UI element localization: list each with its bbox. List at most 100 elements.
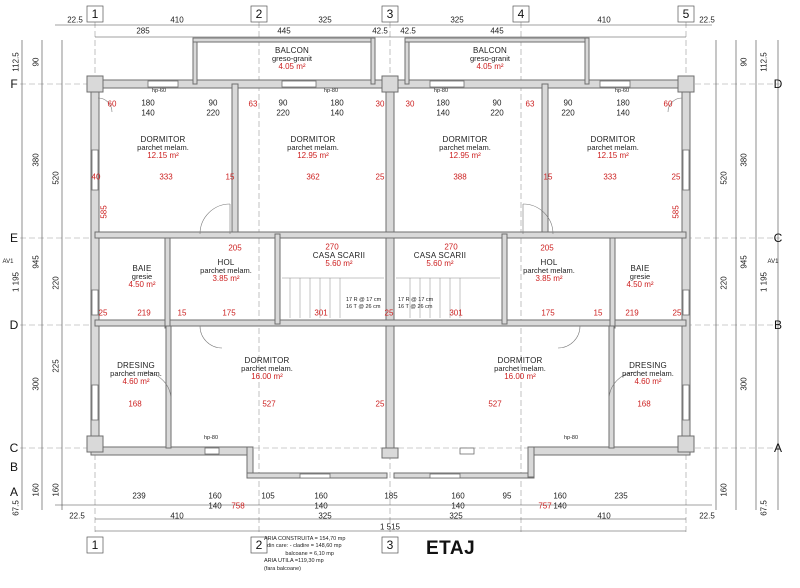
interior-dim: 140 [436, 108, 450, 118]
top-dim: 285 [136, 26, 150, 36]
wall-dim: 40 [91, 172, 101, 182]
interior-dim: 63 [525, 99, 535, 109]
dimension-lines [21, 24, 779, 532]
walls [86, 37, 695, 479]
dorm-lower-dim: 527 [488, 399, 502, 409]
dorm-lower-dim: 25 [375, 399, 385, 409]
axis-left-a: A [9, 485, 19, 499]
door-code: hp-80 [203, 435, 219, 441]
lower-dim: 175 [541, 308, 555, 318]
bottom-dim-total: 1 515 [379, 522, 401, 532]
door-code: hp-80 [563, 435, 579, 441]
top-dim: 445 [277, 26, 291, 36]
left-dim: 300 [31, 377, 41, 391]
interior-dim: 60 [663, 99, 673, 109]
interior-dim: 90 [563, 98, 573, 108]
left-dim: 90 [31, 57, 41, 67]
bottom-dim: 160 [314, 491, 328, 501]
interior-dim: 90 [492, 98, 502, 108]
right-dim: 945 [739, 255, 749, 269]
axis-bottom-2: 2 [255, 538, 263, 552]
balconies-area-value: = 6,10 mp [309, 550, 334, 557]
interior-dim: 90 [278, 98, 288, 108]
wall-dim: 25 [671, 172, 681, 182]
room-width: 333 [603, 172, 617, 182]
top-dim: 445 [490, 26, 504, 36]
door-code: hp-60 [151, 88, 167, 94]
bottom-dim: 185 [384, 491, 398, 501]
axis-bubbles [86, 5, 695, 554]
interior-dim: 30 [375, 99, 385, 109]
mid-dim: 205 [228, 243, 242, 253]
of-which-label: din care: [267, 543, 289, 550]
axis-right-d: D [773, 77, 783, 91]
axis-right-b: B [773, 318, 783, 332]
top-dim: 325 [450, 15, 464, 25]
left-dim: 945 [31, 255, 41, 269]
bottom-dim: 410 [597, 511, 611, 521]
door-code: hp-80 [433, 88, 449, 94]
left-dim: 225 [51, 359, 61, 373]
axis-right-a: A [773, 441, 783, 455]
left-dim: 160 [31, 483, 41, 497]
left-dim: 112.5 [11, 52, 21, 72]
page-title: ETAJ [426, 538, 476, 559]
balconies-area-label: balcoane [285, 550, 308, 557]
axis-top-4: 4 [517, 7, 525, 21]
bottom-dim: 95 [502, 491, 512, 501]
axis-left-c: C [9, 441, 19, 455]
constructed-area-label: ARIA CONSTRUITA [264, 536, 314, 542]
interior-dim: 220 [561, 108, 575, 118]
building-area-label: - cladire [289, 543, 310, 550]
bottom-dim: 105 [261, 491, 275, 501]
area-summary: ARIA CONSTRUITA = 154,70 mp din care: - … [264, 536, 345, 573]
top-dim: 42.5 [372, 26, 388, 36]
right-dim: 112.5 [759, 52, 769, 72]
interior-dim: 220 [276, 108, 290, 118]
interior-dim: 30 [405, 99, 415, 109]
top-dim: 42.5 [400, 26, 416, 36]
usable-area-label: ARIA UTILA [264, 558, 294, 565]
right-dim: 300 [739, 377, 749, 391]
axis-left-b: B [9, 460, 19, 474]
axis-top-1: 1 [91, 7, 99, 21]
interior-dim: 140 [616, 108, 630, 118]
bottom-dim: 22.5 [69, 511, 85, 521]
right-dim: 160 [719, 483, 729, 497]
door-code: hp-80 [323, 88, 339, 94]
interior-dim: 180 [616, 98, 630, 108]
lower-dim: 219 [625, 308, 639, 318]
lower-dim: 301 [314, 308, 328, 318]
left-dim: 520 [51, 171, 61, 185]
left-dim: 1 195 [11, 271, 21, 293]
wall-dim: 15 [543, 172, 553, 182]
room-width: 362 [306, 172, 320, 182]
right-dim: 520 [719, 171, 729, 185]
wall-dim: 15 [225, 172, 235, 182]
interior-dim: 140 [141, 108, 155, 118]
top-dim: 325 [318, 15, 332, 25]
lower-dim: 301 [449, 308, 463, 318]
interior-dim: 220 [490, 108, 504, 118]
bottom-dim: 140 [553, 501, 567, 511]
bottom-dim: 325 [318, 511, 332, 521]
bottom-dim: 239 [132, 491, 146, 501]
lower-dim: 25 [672, 308, 682, 318]
right-dim: 1 195 [759, 271, 769, 293]
section-marker-right: AV1 [767, 259, 779, 265]
bottom-dim: 758 [231, 501, 245, 511]
interior-dim: 180 [436, 98, 450, 108]
stairs [282, 277, 500, 318]
axis-left-f: F [10, 77, 18, 91]
usable-area-value: =119,30 mp [294, 558, 324, 565]
